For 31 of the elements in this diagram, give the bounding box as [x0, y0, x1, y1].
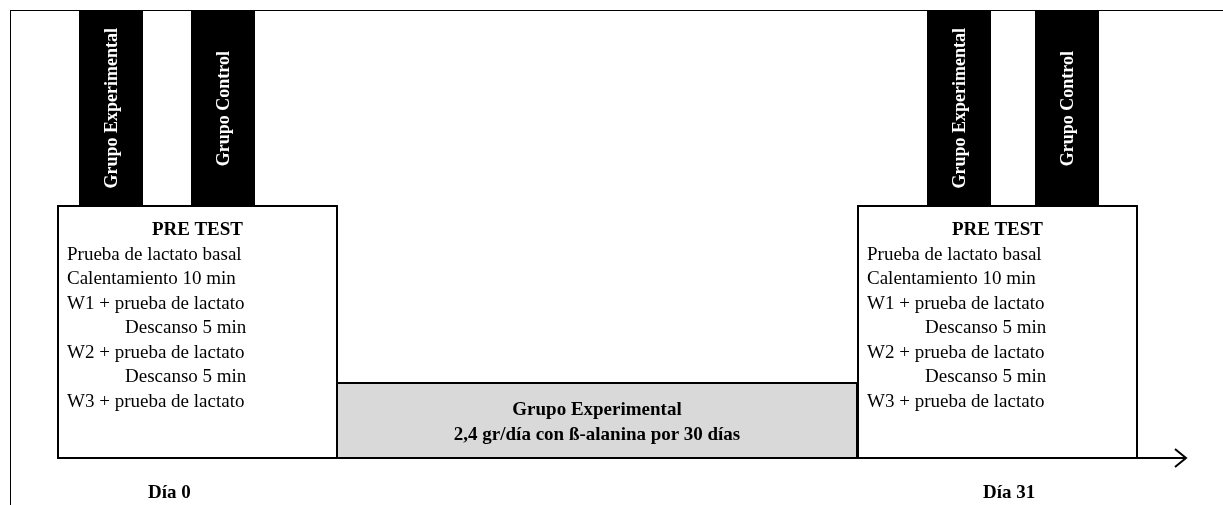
- step-text: Prueba de lactato basal: [67, 241, 243, 266]
- bar-title: Grupo Experimental: [512, 396, 682, 421]
- bar-text: 2,4 gr/día con ß-alanina por 30 días: [453, 421, 741, 446]
- step-text: W1 + prueba de lactato: [67, 290, 246, 315]
- tab-text: Grupo Experimental: [100, 28, 122, 189]
- tab-text: Grupo Experimental: [948, 28, 970, 189]
- step-text: Descanso 5 min: [924, 364, 1048, 388]
- day-label: Día 31: [983, 481, 1036, 503]
- step-text: Descanso 5 min: [124, 364, 248, 388]
- box-heading: PRE TEST: [151, 217, 244, 241]
- group-tab: [191, 11, 255, 206]
- step-text: W2 + prueba de lactato: [867, 339, 1046, 364]
- step-text: W3 + prueba de lactato: [867, 388, 1046, 413]
- box-heading: PRE TEST: [951, 217, 1044, 241]
- step-text: Prueba de lactato basal: [867, 241, 1043, 266]
- tab-text: Grupo Control: [212, 50, 234, 167]
- test-box: [57, 205, 338, 459]
- step-text: Descanso 5 min: [124, 315, 248, 339]
- test-box: [857, 205, 1138, 459]
- step-text: Calentamiento 10 min: [67, 266, 237, 290]
- step-text: W1 + prueba de lactato: [867, 290, 1046, 315]
- group-tab: [927, 11, 991, 206]
- step-text: Descanso 5 min: [924, 315, 1048, 339]
- step-text: W3 + prueba de lactato: [67, 388, 246, 413]
- step-text: Calentamiento 10 min: [867, 266, 1037, 290]
- tab-text: Grupo Control: [1056, 50, 1078, 167]
- group-tab: [79, 11, 143, 206]
- step-text: W2 + prueba de lactato: [67, 339, 246, 364]
- day-label: Día 0: [148, 481, 191, 503]
- treatment-bar: [336, 382, 858, 459]
- group-tab: [1035, 11, 1099, 206]
